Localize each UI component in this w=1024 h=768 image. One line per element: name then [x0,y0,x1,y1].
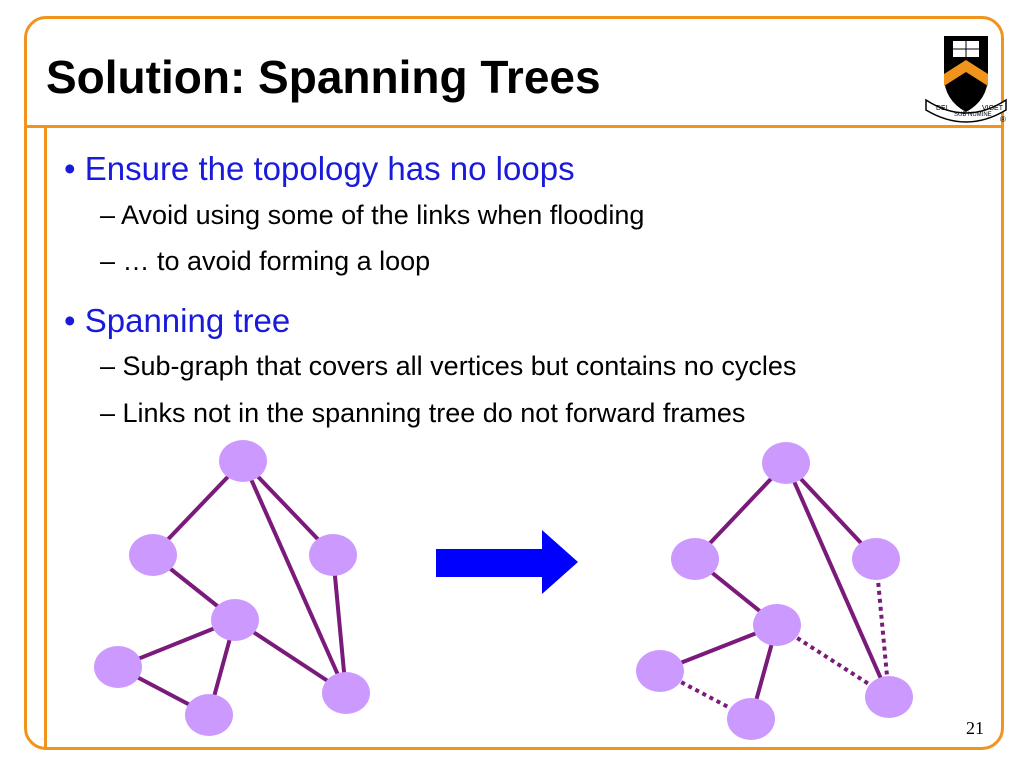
edge-A-G [784,462,891,698]
node-B [671,538,719,580]
title-divider [24,125,1004,128]
node-F [185,694,233,736]
slide-title: Solution: Spanning Trees [46,51,601,103]
edge-C-G-disabled [874,558,891,698]
subbullet-no-forward: – Links not in the spanning tree do not … [100,398,746,428]
logo-motto-center: SUB NUMINE [954,112,992,118]
graph-before [94,440,370,736]
edge-C-G [331,554,348,694]
subbullet-subgraph: – Sub-graph that covers all vertices but… [100,351,797,381]
logo-motto-right: VIGET [982,105,1004,112]
node-G [865,676,913,718]
node-G [322,672,370,714]
node-C [852,538,900,580]
node-E [94,646,142,688]
node-D [753,604,801,646]
left-margin-rule [44,125,47,750]
node-C [309,534,357,576]
page-number: 21 [966,718,984,738]
node-A [762,442,810,484]
graph-after-spanning-tree [636,442,913,740]
subbullet-avoid-loop: – … to avoid forming a loop [100,246,431,276]
edge-A-G [241,460,348,694]
bullet-spanning-tree: • Spanning tree [64,302,291,339]
edge-D-G-disabled [775,623,891,699]
node-D [211,599,259,641]
registered-mark: ® [1000,115,1006,124]
bullet-no-loops: • Ensure the topology has no loops [64,150,575,187]
princeton-shield-icon: DEI SUB NUMINE VIGET ® [925,36,1007,124]
node-E [636,650,684,692]
node-F [727,698,775,740]
subbullet-avoid-links: – Avoid using some of the links when flo… [100,200,645,230]
node-B [129,534,177,576]
node-A [219,440,267,482]
logo-motto-left: DEI [936,105,948,112]
right-arrow-icon [436,530,578,594]
slide-frame [24,16,1004,750]
